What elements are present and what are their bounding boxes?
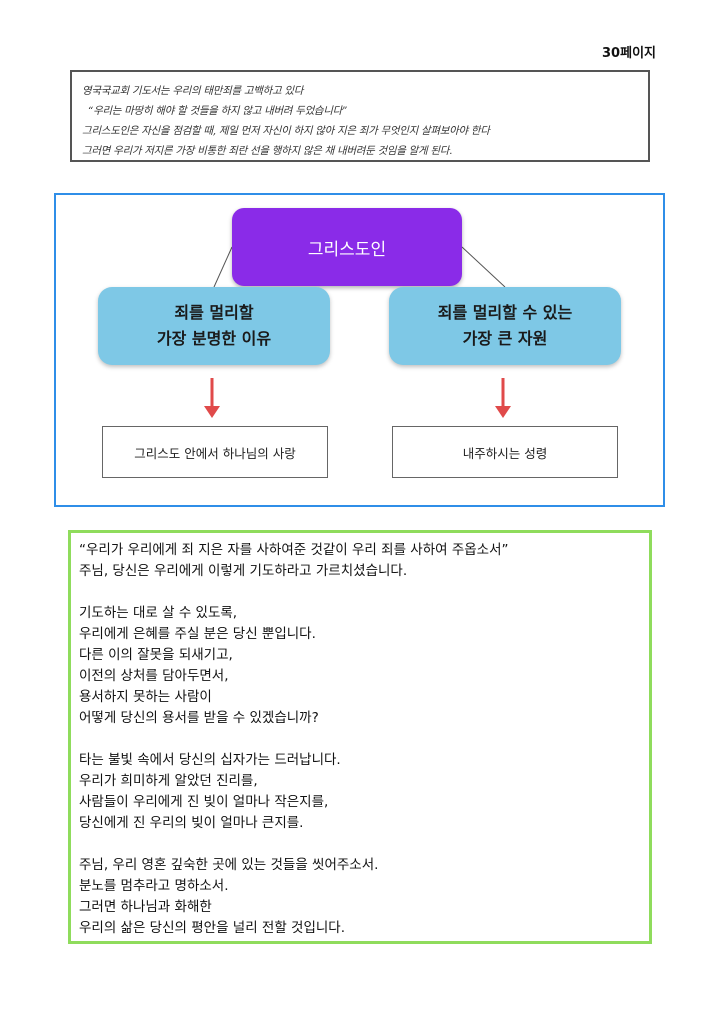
diagram-connector-lines: [213, 246, 506, 288]
prayer-line: 주님, 우리 영혼 깊숙한 곳에 있는 것들을 씻어주소서.: [79, 857, 379, 873]
prayer-line: 어떻게 당신의 용서를 받을 수 있겠습니까?: [79, 710, 319, 726]
intro-line: 그리스도인은 자신을 점검할 때, 제일 먼저 자신이 하지 않아 지은 죄가 …: [82, 125, 490, 137]
down-arrow-icon: [204, 378, 220, 418]
diagram-frame: 그리스도인 죄를 멀리할 가장 분명한 이유 죄를 멀리할 수 있는 가장 큰 …: [54, 193, 665, 507]
prayer-line: 타는 불빛 속에서 당신의 십자가는 드러납니다.: [79, 752, 341, 768]
prayer-line: 사람들이 우리에게 진 빚이 얼마나 작은지를,: [79, 794, 329, 810]
intro-line: 그러면 우리가 저지른 가장 비통한 죄란 선을 행하지 않은 채 내버려둔 것…: [82, 145, 453, 157]
diagram-branch-right: 죄를 멀리할 수 있는 가장 큰 자원: [389, 287, 621, 365]
prayer-line: 우리에게 은혜를 주실 분은 당신 뿐입니다.: [79, 626, 316, 642]
prayer-line: “우리가 우리에게 죄 지은 자를 사하여준 것같이 우리 죄를 사하여 주옵소…: [79, 542, 509, 558]
prayer-line: 다른 이의 잘못을 되새기고,: [79, 647, 233, 663]
connector-right: [461, 246, 506, 288]
branch-left-line2: 가장 분명한 이유: [156, 329, 272, 348]
prayer-line: 우리가 희미하게 알았던 진리를,: [79, 773, 258, 789]
connector-left: [213, 246, 233, 288]
branch-right-line2: 가장 큰 자원: [462, 329, 548, 348]
prayer-line: 용서하지 못하는 사람이: [79, 689, 212, 705]
diagram-branch-left: 죄를 멀리할 가장 분명한 이유: [98, 287, 330, 365]
diagram-leaf-left: 그리스도 안에서 하나님의 사랑: [102, 426, 328, 478]
diagram-leaf-right: 내주하시는 성령: [392, 426, 618, 478]
prayer-line: 주님, 당신은 우리에게 이렇게 기도하라고 가르치셨습니다.: [79, 563, 408, 579]
down-arrow-icon: [495, 378, 511, 418]
diagram-root-node: 그리스도인: [232, 208, 462, 286]
prayer-line: 우리의 삶은 당신의 평안을 널리 전할 것입니다.: [79, 920, 346, 936]
intro-quote-box: 영국국교회 기도서는 우리의 태만죄를 고백하고 있다 “우리는 마땅히 해야 …: [70, 70, 650, 162]
branch-left-line1: 죄를 멀리할: [174, 303, 254, 322]
prayer-blank-line: [79, 729, 641, 750]
prayer-blank-line: [79, 582, 641, 603]
prayer-blank-line: [79, 834, 641, 855]
intro-line: “우리는 마땅히 해야 할 것들을 하지 않고 내버려 두었습니다”: [88, 105, 348, 117]
prayer-line: 분노를 멈추라고 명하소서.: [79, 878, 229, 894]
intro-line: 영국국교회 기도서는 우리의 태만죄를 고백하고 있다: [82, 85, 304, 97]
prayer-line: 그러면 하나님과 화해한: [79, 899, 212, 915]
branch-right-line1: 죄를 멀리할 수 있는: [437, 303, 573, 322]
prayer-line: 기도하는 대로 살 수 있도록,: [79, 605, 238, 621]
page-number: 30페이지: [602, 46, 656, 61]
prayer-box: “우리가 우리에게 죄 지은 자를 사하여준 것같이 우리 죄를 사하여 주옵소…: [68, 530, 652, 944]
prayer-line: 이전의 상처를 담아두면서,: [79, 668, 229, 684]
prayer-line: 당신에게 진 우리의 빚이 얼마나 큰지를.: [79, 815, 304, 831]
